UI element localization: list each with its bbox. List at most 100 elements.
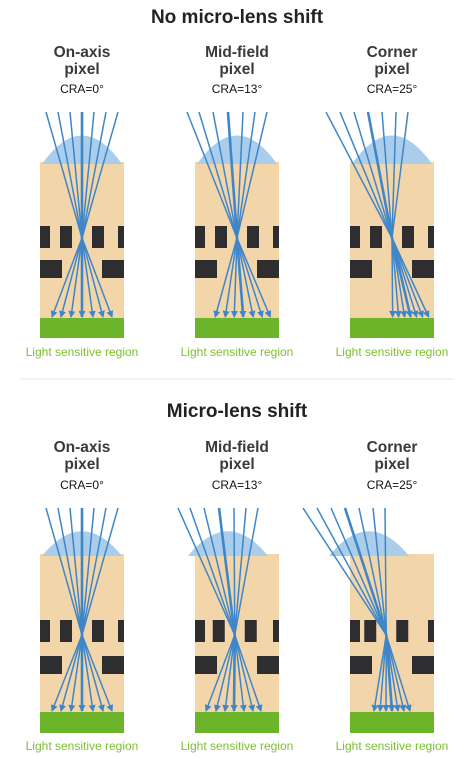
metal-layer xyxy=(118,226,124,248)
metal-layer xyxy=(92,620,104,642)
light-ray xyxy=(186,111,238,239)
light-ray xyxy=(81,111,119,239)
light-ray-arrow xyxy=(385,634,401,712)
metal-layer xyxy=(257,260,279,278)
metal-layer xyxy=(40,620,50,642)
cra-label: CRA=25° xyxy=(367,82,418,96)
light-ray-arrow xyxy=(81,634,105,712)
light-ray xyxy=(325,111,393,239)
metal-layer xyxy=(364,620,377,642)
metal-layer xyxy=(370,226,382,248)
light-ray-arrow xyxy=(390,237,413,318)
light-ray-arrow xyxy=(213,237,238,318)
panel-title-line1: Mid-field xyxy=(205,44,269,61)
panel-title-line2: pixel xyxy=(219,456,254,473)
sensor-label: Light sensitive region xyxy=(336,345,449,359)
pixel-diagram xyxy=(40,507,124,733)
metal-layer xyxy=(60,226,72,248)
light-ray xyxy=(330,507,387,636)
micro-lens xyxy=(197,135,277,164)
light-ray-arrow xyxy=(50,634,83,712)
light-ray-arrow xyxy=(236,237,264,318)
light-ray-arrow xyxy=(230,237,238,318)
light-ray xyxy=(233,507,236,636)
light-ray xyxy=(343,507,388,636)
micro-lens xyxy=(352,135,432,164)
light-ray-arrow xyxy=(50,237,83,318)
pixel-diagram xyxy=(177,507,279,733)
light-ray xyxy=(45,507,83,636)
light-ray-arrow xyxy=(81,634,96,712)
metal-layer xyxy=(350,260,372,278)
light-ray xyxy=(316,507,387,636)
panel-title-line2: pixel xyxy=(64,456,99,473)
light-ray xyxy=(81,507,107,636)
light-ray-arrow xyxy=(204,634,236,712)
light-ray xyxy=(81,111,95,239)
metal-layer xyxy=(40,260,62,278)
pixel-body xyxy=(350,554,434,712)
metal-layer xyxy=(428,226,434,248)
light-sensitive-region xyxy=(40,318,124,338)
light-ray xyxy=(57,111,83,239)
panel-title-line1: Corner xyxy=(367,44,418,61)
panel-title-line1: On-axis xyxy=(54,44,111,61)
metal-layer xyxy=(273,620,279,642)
light-ray-arrow xyxy=(81,634,114,712)
panel-title-line1: On-axis xyxy=(54,439,111,456)
metal-layer xyxy=(412,260,434,278)
light-ray-arrow xyxy=(230,634,238,712)
light-ray-arrow xyxy=(68,634,83,712)
light-ray xyxy=(217,507,237,636)
light-ray xyxy=(234,507,259,636)
light-ray-arrow xyxy=(389,237,397,318)
pixel-diagram xyxy=(302,507,434,733)
light-ray-arrow xyxy=(234,634,263,712)
light-ray xyxy=(366,111,394,239)
sensor-label: Light sensitive region xyxy=(181,345,294,359)
panel-title-line1: Mid-field xyxy=(205,439,269,456)
metal-layer xyxy=(102,656,124,674)
metal-layer xyxy=(244,620,257,642)
light-ray-arrow xyxy=(371,634,387,712)
light-ray-arrow xyxy=(234,634,256,712)
light-ray-arrow xyxy=(222,237,238,318)
light-ray-arrow xyxy=(391,237,424,318)
pixel-diagram xyxy=(325,111,434,338)
metal-layer xyxy=(212,620,225,642)
pixel-diagram xyxy=(186,111,279,338)
panel-shift-corner: Corner pixel CRA=25° Light sensitive reg… xyxy=(302,439,448,753)
cra-label: CRA=13° xyxy=(212,82,263,96)
light-ray xyxy=(384,507,387,636)
light-ray xyxy=(212,111,238,239)
light-sensitive-region xyxy=(40,712,124,733)
sensor-label: Light sensitive region xyxy=(26,345,139,359)
light-ray xyxy=(69,111,83,239)
light-ray-arrow xyxy=(385,634,412,712)
panel-shift-on-axis: On-axis pixel CRA=0° Light sensitive reg… xyxy=(26,439,139,753)
metal-layer xyxy=(396,620,409,642)
light-ray xyxy=(81,507,119,636)
light-ray-arrow xyxy=(81,237,114,318)
metal-layer xyxy=(195,656,217,674)
panel-no-shift-corner: Corner pixel CRA=25° Light sensitive reg… xyxy=(325,44,449,359)
light-ray-arrow xyxy=(59,634,83,712)
sensor-label: Light sensitive region xyxy=(26,739,139,753)
metal-layer xyxy=(428,620,434,642)
panel-title-line2: pixel xyxy=(64,61,99,78)
light-ray-arrow xyxy=(234,634,247,712)
light-ray-arrow xyxy=(391,237,419,318)
light-ray xyxy=(372,507,387,636)
micro-lens xyxy=(188,531,268,556)
light-ray-arrow xyxy=(384,634,396,712)
section-title-no-shift: No micro-lens shift xyxy=(151,7,324,28)
light-ray xyxy=(358,507,387,636)
light-ray xyxy=(302,507,387,636)
light-ray-arrow xyxy=(59,237,83,318)
metal-layer xyxy=(350,620,360,642)
light-ray-arrow xyxy=(81,237,96,318)
metal-layer xyxy=(412,656,434,674)
light-ray xyxy=(45,111,83,239)
panel-no-shift-on-axis: On-axis pixel CRA=0° Light sensitive reg… xyxy=(26,44,139,359)
